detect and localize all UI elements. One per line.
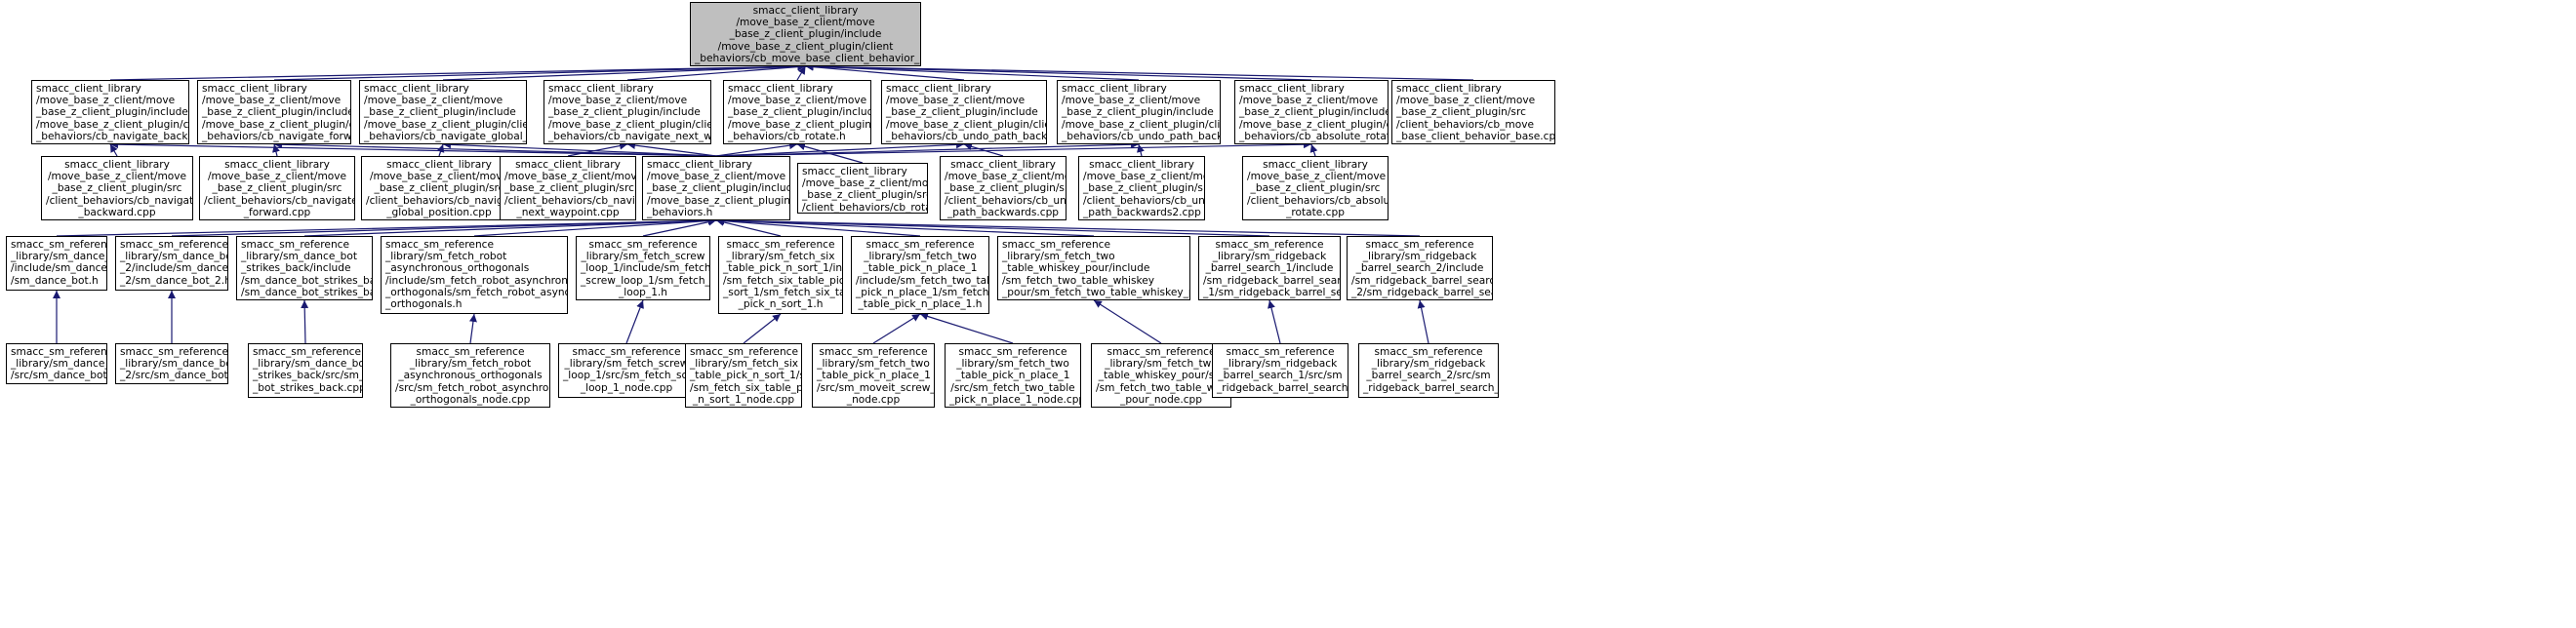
node-sm-fetch-two-table-pick-n-place-1-h[interactable]: smacc_sm_reference _library/sm_fetch_two… xyxy=(851,236,989,314)
node-cb-navigate-next-waypoint-h[interactable]: smacc_client_library /move_base_z_client… xyxy=(543,80,711,144)
node-cb-rotate-h[interactable]: smacc_client_library /move_base_z_client… xyxy=(723,80,871,144)
edge-cb_nav_next_h-to-root xyxy=(626,62,806,81)
node-sm-ridgeback-barrel-search-2-cpp[interactable]: smacc_sm_reference _library/sm_ridgeback… xyxy=(1358,343,1499,398)
edge-sm_two_pick_cpp-to-sm_two_pick_h xyxy=(919,312,1014,344)
node-sm-ridgeback-barrel-search-1-cpp[interactable]: smacc_sm_reference _library/sm_ridgeback… xyxy=(1212,343,1348,398)
node-cb-navigate-global-position-cpp[interactable]: smacc_client_library /move_base_z_client… xyxy=(361,156,517,220)
node-sm-dance-bot-2-cpp[interactable]: smacc_sm_reference _library/sm_dance_bot… xyxy=(115,343,228,384)
edge-sm_two_pick_h-to-hub xyxy=(715,216,921,237)
edge-sm_ridge1_cpp-to-sm_ridge1_h xyxy=(1268,299,1281,344)
node-sm-fetch-two-table-pick-n-place-1-node-cpp[interactable]: smacc_sm_reference _library/sm_fetch_two… xyxy=(945,343,1081,408)
edge-sm_fetch_async_h-to-hub xyxy=(473,216,717,237)
edge-hub-to-cb_undo_h xyxy=(715,140,965,157)
edge-hub-to-cb_nav_back_h xyxy=(109,140,717,157)
edge-sm_fetch_async_cpp-to-sm_fetch_async_h xyxy=(468,313,477,344)
edge-hub-to-cb_nav_next_h xyxy=(626,141,717,157)
edge-cb_undo2_h-to-root xyxy=(805,62,1140,81)
edge-sm_whiskey_cpp-to-sm_whiskey_h xyxy=(1093,299,1162,344)
edge-cb_nav_next_cpp-to-cb_nav_next_h xyxy=(567,141,628,157)
edge-sm_screw_h-to-hub xyxy=(642,217,717,237)
node-cb-move-base-client-behavior-base-h[interactable]: smacc_client_library /move_base_z_client… xyxy=(690,2,921,66)
node-sm-dance-bot-h[interactable]: smacc_sm_reference _library/sm_dance_bot… xyxy=(6,236,107,291)
edge-cb_nav_fwd_h-to-root xyxy=(273,62,806,81)
node-cb-navigate-forward-cpp[interactable]: smacc_client_library /move_base_z_client… xyxy=(199,156,355,220)
node-client-behaviors-h[interactable]: smacc_client_library /move_base_z_client… xyxy=(642,156,790,220)
edge-sm_two_moveit_cpp-to-sm_two_pick_h xyxy=(872,313,921,344)
node-cb-undo-path-backwards2-h[interactable]: smacc_client_library /move_base_z_client… xyxy=(1057,80,1221,144)
edge-hub-to-cb_abs_h xyxy=(715,140,1312,157)
node-cb-undo-path-backwards2-cpp[interactable]: smacc_client_library /move_base_z_client… xyxy=(1078,156,1205,220)
node-sm-dance-bot-strikes-back-h[interactable]: smacc_sm_reference _library/sm_dance_bot… xyxy=(236,236,373,300)
node-cb-navigate-backwards-h[interactable]: smacc_client_library /move_base_z_client… xyxy=(31,80,189,144)
edge-sm_dance2_h-to-hub xyxy=(171,216,717,237)
edge-cb_abs_cpp-to-cb_abs_h xyxy=(1309,143,1318,157)
node-cb-rotate-cpp[interactable]: smacc_client_library /move_base_z_client… xyxy=(797,163,928,214)
node-cb-navigate-forward-h[interactable]: smacc_client_library /move_base_z_client… xyxy=(197,80,351,144)
node-sm-dance-bot-2-h[interactable]: smacc_sm_reference _library/sm_dance_bot… xyxy=(115,236,228,291)
edge-sm_strikes_cpp-to-sm_strikes_h xyxy=(301,299,309,344)
edge-sm_six_cpp-to-sm_six_h xyxy=(743,313,782,344)
edge-cb_undo2_cpp-to-cb_undo2_h xyxy=(1137,143,1145,157)
node-sm-fetch-robot-asynchronous-orthogonals-node-cpp[interactable]: smacc_sm_reference _library/sm_fetch_rob… xyxy=(390,343,550,408)
node-cb-navigate-next-waypoint-cpp[interactable]: smacc_client_library /move_base_z_client… xyxy=(500,156,636,220)
node-sm-fetch-two-table-whiskey-pour-h[interactable]: smacc_sm_reference _library/sm_fetch_two… xyxy=(997,236,1190,300)
edge-cb_base_cpp-to-root xyxy=(805,62,1474,81)
node-cb-navigate-backward-cpp[interactable]: smacc_client_library /move_base_z_client… xyxy=(41,156,193,220)
node-sm-moveit-screw-loop-node-cpp[interactable]: smacc_sm_reference _library/sm_fetch_two… xyxy=(812,343,935,408)
node-sm-ridgeback-barrel-search-2-h[interactable]: smacc_sm_reference _library/sm_ridgeback… xyxy=(1347,236,1493,300)
node-sm-fetch-screw-loop-1-node-cpp[interactable]: smacc_sm_reference _library/sm_fetch_scr… xyxy=(558,343,695,398)
node-cb-navigate-global-position-h[interactable]: smacc_client_library /move_base_z_client… xyxy=(359,80,527,144)
node-sm-dance-bot-strikes-back-cpp[interactable]: smacc_sm_reference _library/sm_dance_bot… xyxy=(248,343,363,398)
node-sm-fetch-two-table-whiskey-pour-node-cpp[interactable]: smacc_sm_reference _library/sm_fetch_two… xyxy=(1091,343,1231,408)
edge-hub-to-cb_rotate_h xyxy=(715,141,798,157)
node-sm-fetch-screw-loop-1-h[interactable]: smacc_sm_reference _library/sm_fetch_scr… xyxy=(576,236,710,300)
edge-sm_six_h-to-hub xyxy=(715,217,782,237)
node-cb-undo-path-backwards-cpp[interactable]: smacc_client_library /move_base_z_client… xyxy=(940,156,1067,220)
edge-sm_screw_cpp-to-sm_screw_h xyxy=(625,299,644,344)
node-cb-absolute-rotate-h[interactable]: smacc_client_library /move_base_z_client… xyxy=(1234,80,1389,144)
edge-hub-to-cb_nav_fwd_h xyxy=(273,140,717,157)
edge-cb_nav_back_cpp-to-cb_nav_back_h xyxy=(109,143,118,157)
edge-cb_nav_back_h-to-root xyxy=(109,62,806,81)
edge-cb_undo_cpp-to-cb_undo_h xyxy=(963,142,1004,157)
edge-sm_strikes_h-to-hub xyxy=(303,216,717,237)
node-sm-dance-bot-cpp[interactable]: smacc_sm_reference _library/sm_dance_bot… xyxy=(6,343,107,384)
edge-cb_rotate_h-to-root xyxy=(796,65,807,81)
node-sm-ridgeback-barrel-search-1-h[interactable]: smacc_sm_reference _library/sm_ridgeback… xyxy=(1198,236,1341,300)
edge-cb_undo_h-to-root xyxy=(805,62,965,81)
node-cb-move-base-client-behavior-base-cpp[interactable]: smacc_client_library /move_base_z_client… xyxy=(1391,80,1555,144)
node-cb-undo-path-backwards-h[interactable]: smacc_client_library /move_base_z_client… xyxy=(881,80,1047,144)
edge-cb_nav_glob_h-to-root xyxy=(442,62,806,81)
node-sm-fetch-robot-asynchronous-orthogonals-h[interactable]: smacc_sm_reference _library/sm_fetch_rob… xyxy=(381,236,568,314)
edge-sm_whiskey_h-to-hub xyxy=(715,216,1095,237)
edge-hub-to-cb_nav_glob_h xyxy=(442,140,717,157)
node-cb-absolute-rotate-cpp[interactable]: smacc_client_library /move_base_z_client… xyxy=(1242,156,1389,220)
node-sm-fetch-six-table-pick-n-sort-1-h[interactable]: smacc_sm_reference _library/sm_fetch_six… xyxy=(718,236,843,314)
node-sm-fetch-six-table-pick-n-sort-1-node-cpp[interactable]: smacc_sm_reference _library/sm_fetch_six… xyxy=(685,343,802,408)
edge-cb_nav_fwd_cpp-to-cb_nav_fwd_h xyxy=(272,143,280,157)
edge-sm_ridge2_h-to-hub xyxy=(715,216,1421,237)
edge-sm_ridge2_cpp-to-sm_ridge2_h xyxy=(1417,299,1429,344)
